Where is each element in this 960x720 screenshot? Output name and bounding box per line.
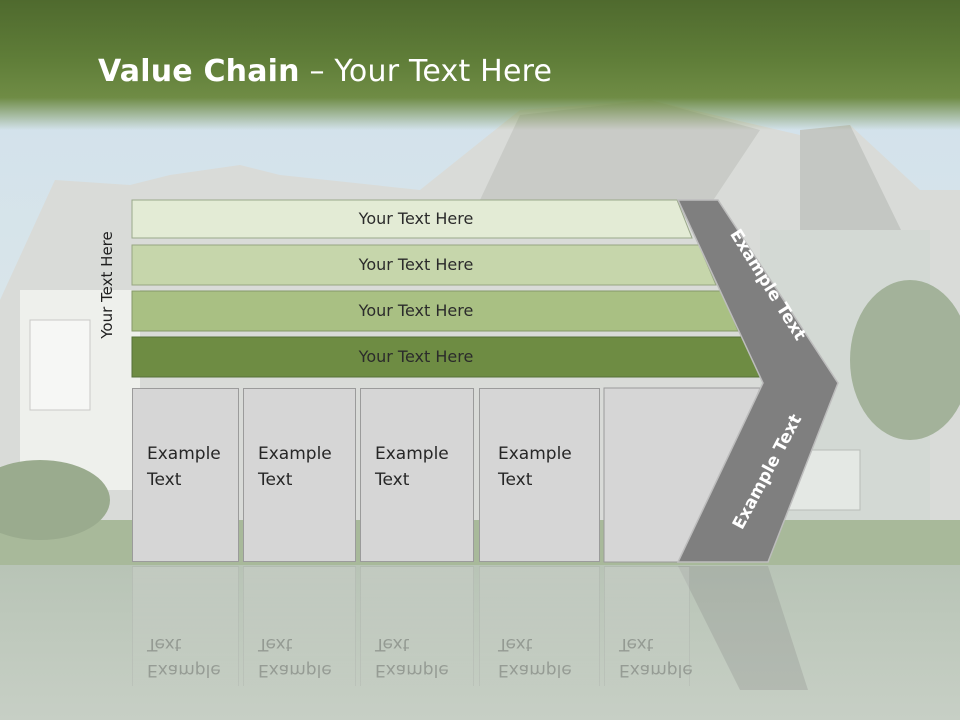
- reflection-box-2-line2: Text: [258, 634, 293, 654]
- example-box-1-line2: Text: [147, 470, 182, 490]
- reflection-box-3-line2: Text: [375, 634, 410, 654]
- reflection-box-2-text: Example Text: [258, 631, 354, 683]
- example-box-1-line1: Example: [147, 444, 221, 464]
- example-box-5-line2: Text: [619, 470, 654, 490]
- reflection-box-1: Example Text: [132, 566, 239, 686]
- reflection-box-4-line2: Text: [498, 634, 533, 654]
- boxes-reflection: Example Text Example Text Example Text Exam…: [0, 566, 960, 720]
- reflection-box-1-text: Example Text: [147, 631, 243, 683]
- reflection-box-4-line1: Example: [498, 660, 572, 680]
- example-box-2-line1: Example: [258, 444, 332, 464]
- reflection-box-1-line1: Example: [147, 660, 221, 680]
- reflection-box-3-text: Example Text: [375, 631, 471, 683]
- reflection-box-5-line1: Example: [619, 660, 693, 680]
- reflection-box-4-text: Example Text: [498, 631, 594, 683]
- reflection-box-5-text: Example Text: [619, 631, 715, 683]
- example-box-3-line2: Text: [375, 470, 410, 490]
- reflection-box-2: Example Text: [243, 566, 356, 686]
- reflection-box-2-line1: Example: [258, 660, 332, 680]
- row-2-label: Your Text Here: [358, 255, 474, 274]
- example-box-2-line2: Text: [258, 470, 293, 490]
- title-band: [0, 0, 960, 130]
- row-3-label: Your Text Here: [358, 301, 474, 320]
- example-box-5-line1: Example: [619, 444, 693, 464]
- reflection-box-4: Example Text: [479, 566, 600, 686]
- example-box-3-line1: Example: [375, 444, 449, 464]
- title-bold: Value Chain: [98, 54, 300, 89]
- row-1-label: Your Text Here: [358, 209, 474, 228]
- slide-title: Value Chain – Your Text Here: [98, 54, 552, 89]
- reflection-box-5-line2: Text: [619, 634, 654, 654]
- example-box-4-line1: Example: [498, 444, 572, 464]
- side-label: Your Text Here: [98, 231, 116, 339]
- row-4-label: Your Text Here: [358, 347, 474, 366]
- title-rest: – Your Text Here: [299, 54, 553, 89]
- reflection-box-3-line1: Example: [375, 660, 449, 680]
- reflection-box-5: Example Text: [604, 566, 693, 686]
- example-box-4-line2: Text: [498, 470, 533, 490]
- reflection-box-3: Example Text: [360, 566, 474, 686]
- reflection-box-1-line2: Text: [147, 634, 182, 654]
